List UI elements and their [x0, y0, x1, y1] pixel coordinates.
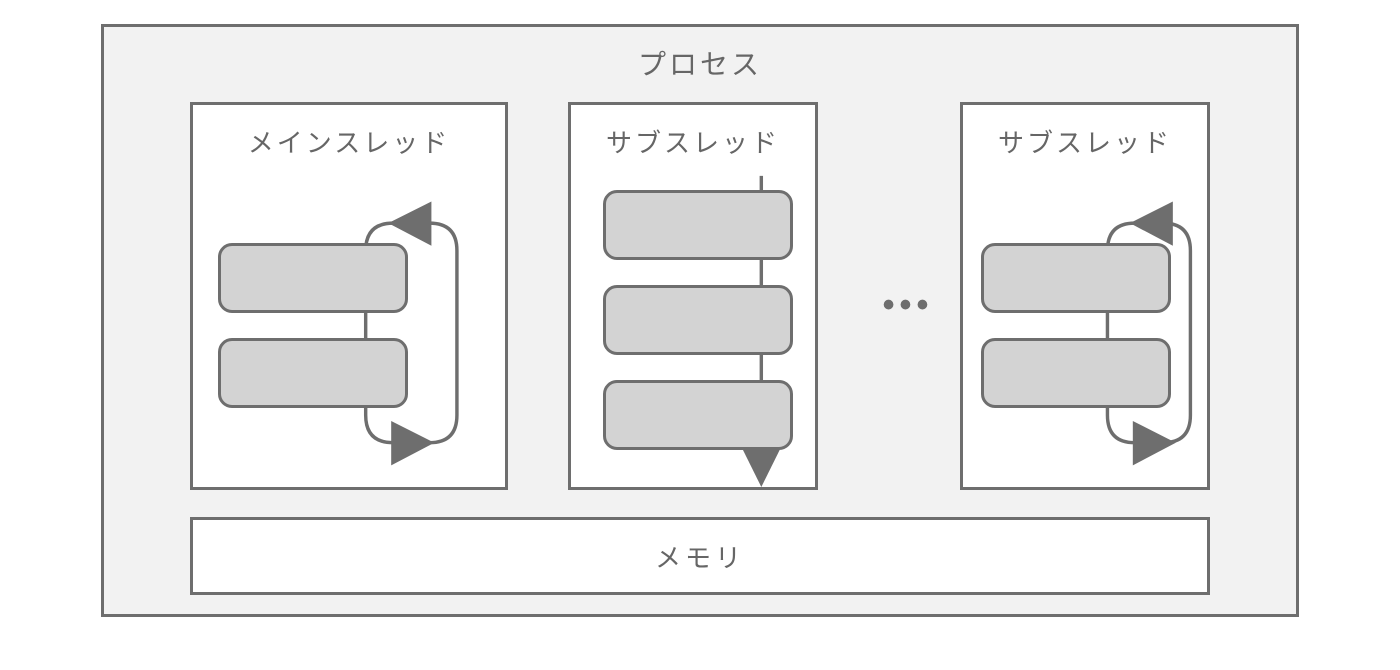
thread-title-main: メインスレッド [247, 128, 451, 158]
task-block [218, 243, 408, 313]
thread-title-sub-1: サブスレッド [605, 128, 780, 158]
task-block [218, 338, 408, 408]
thread-box-sub-2: サブスレッド [960, 102, 1210, 490]
ellipsis-indicator: ••• [882, 286, 934, 324]
thread-box-sub-1: サブスレッド [568, 102, 818, 490]
task-block [981, 338, 1171, 408]
memory-box: メモリ [190, 517, 1210, 595]
thread-title-sub-2: サブスレッド [997, 128, 1172, 158]
thread-box-main: メインスレッド [190, 102, 508, 490]
task-block [603, 190, 793, 260]
memory-label: メモリ [654, 542, 745, 573]
arrowhead-left-main [388, 201, 432, 246]
task-block [981, 243, 1171, 313]
arrowhead-right-main [391, 421, 435, 466]
arrowhead-left-sub-2 [1129, 201, 1173, 246]
process-title: プロセス [637, 49, 762, 80]
task-block [603, 285, 793, 355]
arrowhead-right-sub-2 [1132, 421, 1176, 466]
task-block [603, 380, 793, 450]
